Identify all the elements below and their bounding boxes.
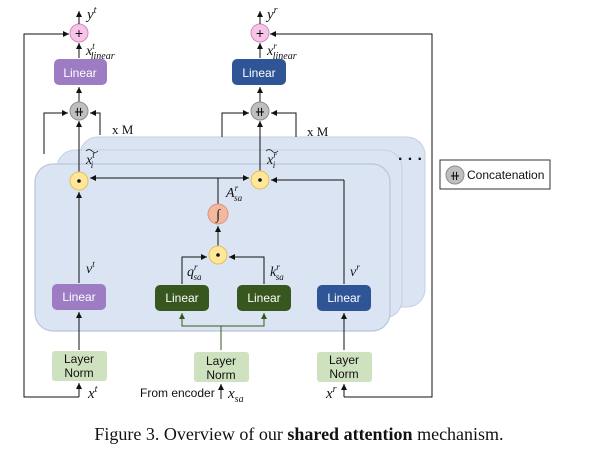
linear-output-r-label: Linear bbox=[242, 66, 275, 80]
figure-caption: Figure 3. Overview of our shared attenti… bbox=[0, 424, 598, 445]
label-x-t: xt bbox=[87, 384, 98, 402]
plus-icon: + bbox=[256, 25, 264, 41]
repeat-label-t: x M bbox=[112, 122, 134, 137]
layer-norm-t bbox=[52, 351, 107, 381]
concat-node-t bbox=[69, 101, 89, 121]
concat-icon: ⧺ bbox=[450, 168, 461, 183]
layer-norm-sa bbox=[194, 352, 249, 382]
caption-bold: shared attention bbox=[287, 424, 413, 444]
concat-node-r bbox=[250, 101, 270, 121]
linear-query-label: Linear bbox=[165, 291, 198, 305]
linear-output-t-label: Linear bbox=[63, 66, 96, 80]
caption-prefix: Figure 3. Overview of our bbox=[94, 424, 288, 444]
layer-norm-r-line2: Norm bbox=[329, 367, 358, 381]
layer-norm-t-line2: Norm bbox=[64, 366, 93, 380]
arrow-q-to-dot bbox=[181, 254, 207, 284]
linear-output-t bbox=[54, 59, 107, 85]
linear-query bbox=[155, 285, 209, 311]
label-v-t: vt bbox=[86, 259, 95, 277]
label-y-r: yr bbox=[265, 5, 278, 23]
concat-loop-t-right bbox=[90, 110, 101, 135]
concat-icon: ⧺ bbox=[255, 104, 266, 119]
linear-value-t bbox=[52, 284, 106, 310]
concat-loop-r-right bbox=[271, 110, 297, 137]
legend-concat-node bbox=[445, 165, 465, 185]
linear-value-r bbox=[317, 285, 371, 311]
encoder-branch-k bbox=[221, 313, 267, 327]
linear-value-r-label: Linear bbox=[327, 291, 360, 305]
linear-key bbox=[237, 285, 291, 311]
concat-loop-r-left bbox=[221, 110, 249, 137]
tilde-t bbox=[85, 149, 99, 153]
dot-icon bbox=[77, 179, 81, 183]
encoder-branch bbox=[179, 313, 222, 350]
stack-ellipsis: · · · bbox=[398, 151, 423, 168]
repeat-label-r: x M bbox=[307, 124, 329, 139]
label-x-sa: xsa bbox=[227, 386, 244, 405]
layer-norm-sa-line2: Norm bbox=[206, 368, 235, 382]
concat-loop-t-left bbox=[43, 110, 68, 154]
linear-value-t-label: Linear bbox=[62, 290, 95, 304]
dot-icon bbox=[258, 178, 262, 182]
linear-output-r bbox=[232, 59, 286, 85]
layer-norm-r bbox=[317, 352, 372, 382]
label-from-encoder: From encoder bbox=[140, 386, 215, 400]
arrow-k-to-dot bbox=[229, 254, 265, 284]
residual-r bbox=[270, 31, 433, 398]
tilde-r bbox=[265, 149, 279, 153]
residual-t bbox=[23, 31, 79, 398]
dot-icon bbox=[216, 253, 220, 257]
layer-norm-r-line1: Layer bbox=[329, 353, 359, 367]
softmax-node bbox=[207, 203, 229, 225]
layer-norm-sa-line1: Layer bbox=[206, 354, 236, 368]
linear-key-label: Linear bbox=[247, 291, 280, 305]
legend-concatenation-label: Concatenation bbox=[467, 168, 544, 182]
plus-icon: + bbox=[75, 25, 83, 41]
label-x-r: xr bbox=[325, 384, 337, 402]
concat-icon: ⧺ bbox=[74, 104, 85, 119]
label-v-r: vr bbox=[350, 262, 360, 280]
softmax-icon: ∫ bbox=[215, 208, 221, 223]
caption-suffix: mechanism. bbox=[412, 424, 504, 444]
layer-norm-t-line1: Layer bbox=[64, 352, 94, 366]
label-y-t: yt bbox=[85, 5, 97, 23]
